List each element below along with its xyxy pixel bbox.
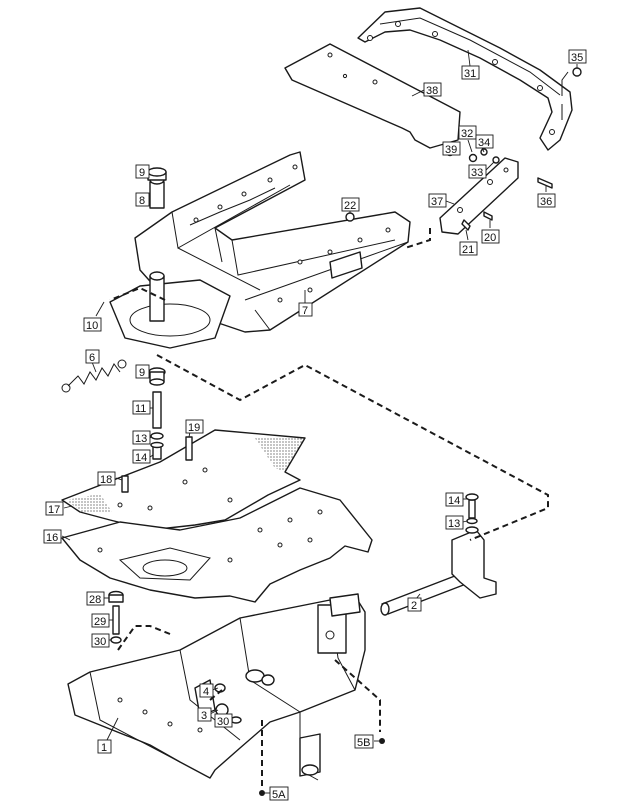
label-6: 6 (89, 352, 95, 364)
label-13a: 13 (135, 433, 147, 445)
pivot-plate (109, 279, 231, 349)
label-17: 17 (48, 504, 60, 516)
label-14a: 14 (135, 452, 147, 464)
label-9a: 9 (139, 167, 145, 179)
part-2-axle (380, 573, 467, 616)
label-35: 35 (571, 52, 583, 64)
label-30b: 30 (217, 716, 229, 728)
label-20: 20 (484, 232, 496, 244)
label-2: 2 (411, 600, 417, 612)
part-37-bracket (439, 157, 519, 235)
assembly-lines (109, 228, 549, 790)
right-pivot-bracket (451, 493, 497, 599)
label-14b: 14 (448, 495, 460, 507)
label-10: 10 (86, 320, 98, 332)
part-6-spring (61, 359, 127, 393)
label-21: 21 (462, 244, 474, 256)
label-33: 33 (471, 167, 483, 179)
hardware-28-29-30 (108, 590, 242, 724)
label-4: 4 (203, 686, 209, 698)
label-3: 3 (201, 710, 207, 722)
label-34: 34 (478, 137, 490, 149)
part-17-floor-plate (61, 429, 306, 531)
label-39: 39 (445, 144, 457, 156)
label-5a: 5A (272, 789, 286, 801)
part-31-bumper (357, 7, 573, 151)
label-16: 16 (46, 532, 58, 544)
label-38: 38 (426, 85, 438, 97)
label-7: 7 (302, 305, 308, 317)
fasteners-5a-5b (121, 212, 385, 796)
part-16-floor-pan (61, 487, 373, 603)
label-5b: 5B (357, 737, 370, 749)
part-38-cover-plate (284, 43, 461, 149)
callout-labels: 1 2 3 4 5A 5B 6 7 8 9 (43, 49, 587, 801)
label-32: 32 (461, 128, 473, 140)
label-22: 22 (344, 200, 356, 212)
label-11: 11 (135, 403, 146, 415)
label-18: 18 (100, 474, 112, 486)
label-30a: 30 (94, 636, 106, 648)
label-37: 37 (431, 196, 443, 208)
label-1: 1 (101, 742, 107, 754)
label-28: 28 (89, 594, 101, 606)
label-36: 36 (540, 196, 552, 208)
label-19: 19 (188, 422, 200, 434)
label-31: 31 (464, 68, 476, 80)
label-9b: 9 (139, 367, 145, 379)
label-13b: 13 (448, 518, 460, 530)
label-29: 29 (94, 616, 106, 628)
lower-spindle-stack (148, 367, 166, 460)
label-8: 8 (139, 195, 145, 207)
